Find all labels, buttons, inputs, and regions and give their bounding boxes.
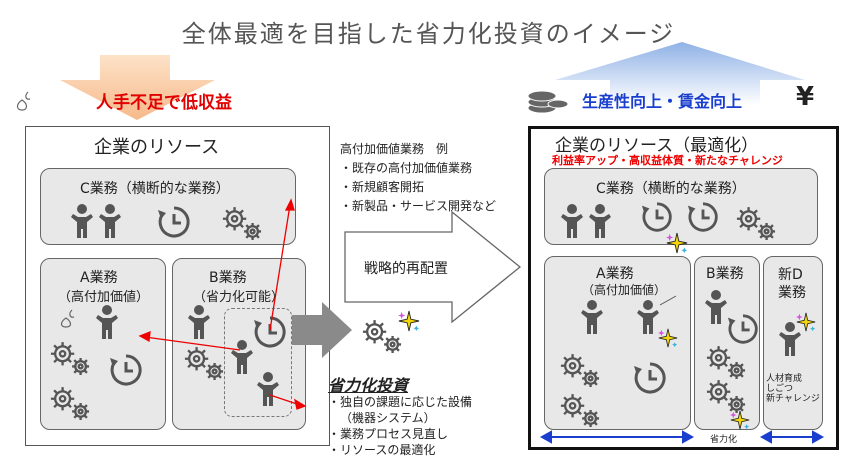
sparkle-icon <box>658 328 678 348</box>
example-item: ・新製品・サービス開発など <box>340 199 497 213</box>
left-b-dashed-group <box>224 308 292 417</box>
right-panel-subtitle: 利益率アップ・高収益体質・新たなチャレンジ <box>552 154 783 167</box>
invest-title: 省力化投資 <box>328 376 409 395</box>
gears-icon <box>705 344 747 380</box>
clock-icon <box>632 362 666 394</box>
right-a-box-label: A業務 <box>596 266 634 282</box>
person-icon <box>705 290 727 324</box>
left-b-box-label: B業務 <box>209 270 247 286</box>
yen-icon: ¥ <box>796 82 815 112</box>
person-icon <box>581 300 603 334</box>
right-banner-text: 生産性向上・賃金向上 <box>582 92 743 111</box>
right-c-box-label: C業務（横断的な業務） <box>596 181 746 197</box>
left-c-box-label: C業務（横断的な業務） <box>80 181 230 197</box>
d-note-line: 新チャレンジ <box>766 394 820 404</box>
example-title: 高付加価値業務 例 <box>340 142 449 156</box>
d-note-line: 人材育成 <box>766 374 803 384</box>
right-bottom-label: 省力化 <box>710 435 738 445</box>
right-panel-title: 企業のリソース（最適化） <box>555 136 759 156</box>
left-banner-text: 人手不足で低収益 <box>96 93 232 113</box>
left-a-box-sub: （高付加価値） <box>58 290 150 305</box>
invest-item: ・リソースの最適化 <box>328 443 436 457</box>
gears-icon <box>705 378 747 414</box>
gears-icon <box>735 205 777 241</box>
gears-icon <box>559 352 601 388</box>
clock-icon <box>640 202 672 232</box>
strategic-arrow-label: 戦略的再配置 <box>364 261 448 277</box>
invest-item: （機器システム） <box>340 411 436 425</box>
clock-icon <box>726 314 758 344</box>
person-icon <box>779 322 801 356</box>
person-icon <box>561 204 583 238</box>
invest-item: ・独自の課題に応じた設備 <box>328 395 473 409</box>
d-note-line: しごつ <box>766 384 794 394</box>
right-a-box-sub: （高付加価値） <box>582 283 667 297</box>
right-d-box-label: 新D <box>778 267 803 283</box>
right-d-note: 人材育成 しごつ 新チャレンジ <box>766 374 820 404</box>
right-b-box-label: B業務 <box>706 266 744 282</box>
left-panel-title: 企業のリソース <box>94 137 220 158</box>
page-title: 全体最適を目指した省力化投資のイメージ <box>181 20 676 48</box>
example-item: ・新規顧客開拓 <box>340 180 425 194</box>
right-b-box <box>694 256 760 430</box>
example-item: ・既存の高付加価値業務 <box>340 161 473 175</box>
person-icon <box>589 204 611 238</box>
invest-list: ・独自の課題に応じた設備 （機器システム） ・業務プロセス見直し ・リソースの最… <box>328 394 472 458</box>
gears-icon <box>559 392 601 428</box>
sparkle-icon <box>730 410 750 430</box>
example-list: ・既存の高付加価値業務 ・新規顧客開拓 ・新製品・サービス開発など <box>340 159 496 216</box>
left-b-box-sub: （省力化可能） <box>193 290 285 305</box>
right-d-box-label2: 業務 <box>778 285 806 301</box>
invest-item: ・業務プロセス見直し <box>328 427 449 441</box>
clock-icon <box>686 202 718 232</box>
person-icon <box>637 300 659 334</box>
sparkle-icon <box>796 312 816 332</box>
left-a-box-label: A業務 <box>80 270 118 286</box>
sparkle-icon <box>666 232 688 254</box>
